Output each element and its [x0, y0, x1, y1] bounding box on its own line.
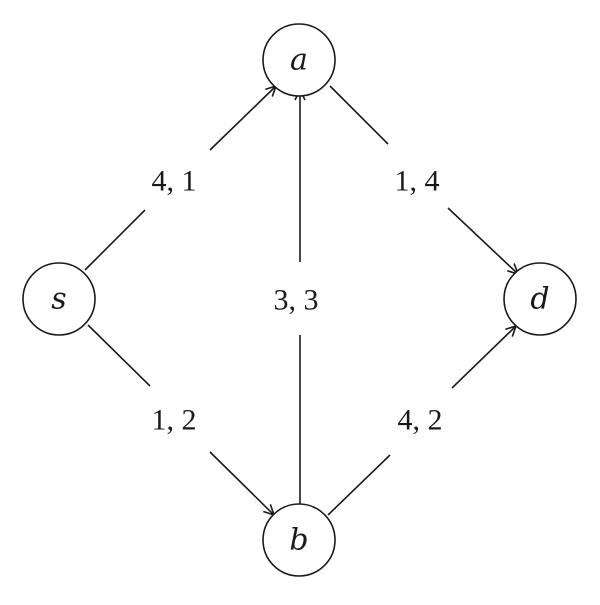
node-s-label: s — [51, 282, 66, 317]
edge-b-a-label: 3, 3 — [274, 284, 319, 317]
node-d: d — [503, 262, 577, 336]
edge-s-a: 4, 1 — [84, 86, 276, 271]
node-s-circle — [22, 262, 96, 336]
node-s: s — [22, 262, 96, 336]
node-b-label: b — [289, 523, 308, 558]
edge-s-b-segment-1 — [87, 324, 151, 387]
node-a-circle — [262, 23, 336, 97]
edge-a-d-segment-1 — [329, 85, 389, 145]
edge-s-b-segment-2 — [209, 451, 274, 515]
edge-b-d: 4, 2 — [327, 326, 516, 516]
edge-s-a-label: 4, 1 — [152, 165, 197, 198]
edge-a-d-label: 1, 4 — [395, 165, 440, 198]
edge-s-a-segment-2 — [209, 86, 276, 151]
edge-b-a: 3, 3 — [274, 90, 319, 518]
edge-s-b: 1, 2 — [87, 324, 274, 515]
node-b-circle — [262, 503, 336, 577]
node-b: b — [262, 503, 336, 577]
node-a-label: a — [290, 43, 308, 78]
node-d-label: d — [530, 282, 549, 317]
edge-s-b-label: 1, 2 — [152, 404, 197, 437]
edge-b-d-segment-1 — [327, 454, 391, 516]
node-a: a — [262, 23, 336, 97]
node-d-circle — [503, 262, 577, 336]
edge-b-d-segment-2 — [451, 326, 516, 389]
edge-a-d: 1, 4 — [329, 85, 518, 274]
edge-a-d-segment-2 — [447, 207, 518, 274]
edge-b-d-label: 4, 2 — [398, 404, 443, 437]
edge-s-a-segment-1 — [84, 209, 146, 271]
